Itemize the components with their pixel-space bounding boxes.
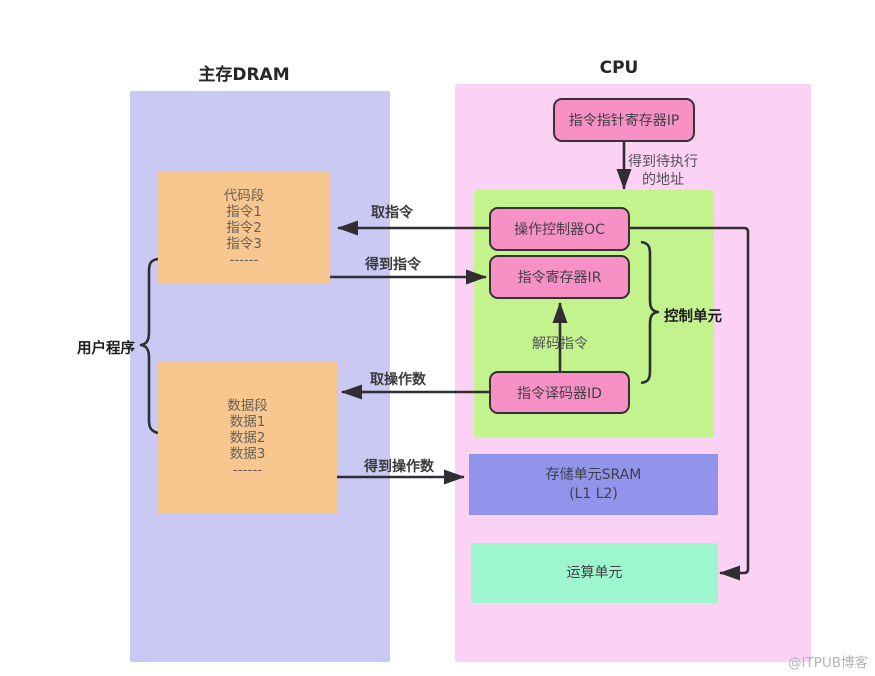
data-segment-line: 数据3 [229,445,266,462]
oc-to-alu-connector [630,226,750,581]
pending-address-line1: 得到待执行 [628,154,698,170]
data-segment-line: 数据段 [227,397,268,414]
fetch-instruction-label: 取指令 [371,205,413,221]
code-segment-line: 代码段 [223,188,265,204]
decode-instruction-label: 解码指令 [532,336,588,352]
arithmetic-unit-box: 运算单元 [471,543,718,603]
data-segment-box: 数据段 数据1 数据2 数据3 ------ [158,362,337,513]
cpu-title: CPU [599,58,639,78]
code-segment-line: 指令1 [226,204,262,220]
sram-label-line2: (L1 L2) [569,485,618,502]
data-segment-line: 数据2 [229,429,266,446]
code-segment-line: 指令2 [226,220,262,236]
user-program-label: 用户程序 [77,341,135,357]
instruction-decoder-box: 指令译码器ID [489,371,630,414]
code-segment-line: ------ [229,252,259,268]
code-segment-line: 指令3 [226,236,262,252]
get-instruction-label: 得到指令 [365,257,421,273]
get-operand-label: 得到操作数 [364,459,434,475]
pending-address-line2: 的地址 [642,172,684,188]
dram-title: 主存DRAM [198,65,290,85]
control-unit-brace [640,240,660,385]
data-segment-line: 数据1 [229,413,266,430]
data-segment-line: ------ [232,461,263,478]
pending-address-label: 得到待执行 的地址 [613,153,713,189]
watermark-text: @ITPUB博客 [787,655,868,671]
control-unit-label: 控制单元 [664,309,722,325]
sram-storage-unit-box: 存储单元SRAM (L1 L2) [469,454,718,515]
user-program-brace [139,257,159,435]
operation-controller-box: 操作控制器OC [489,207,630,251]
instruction-register-box: 指令寄存器IR [489,255,630,299]
sram-label-line1: 存储单元SRAM [545,466,642,483]
instruction-pointer-register-box: 指令指针寄存器IP [553,98,695,142]
fetch-operand-label: 取操作数 [370,372,426,388]
code-segment-box: 代码段 指令1 指令2 指令3 ------ [158,172,330,284]
